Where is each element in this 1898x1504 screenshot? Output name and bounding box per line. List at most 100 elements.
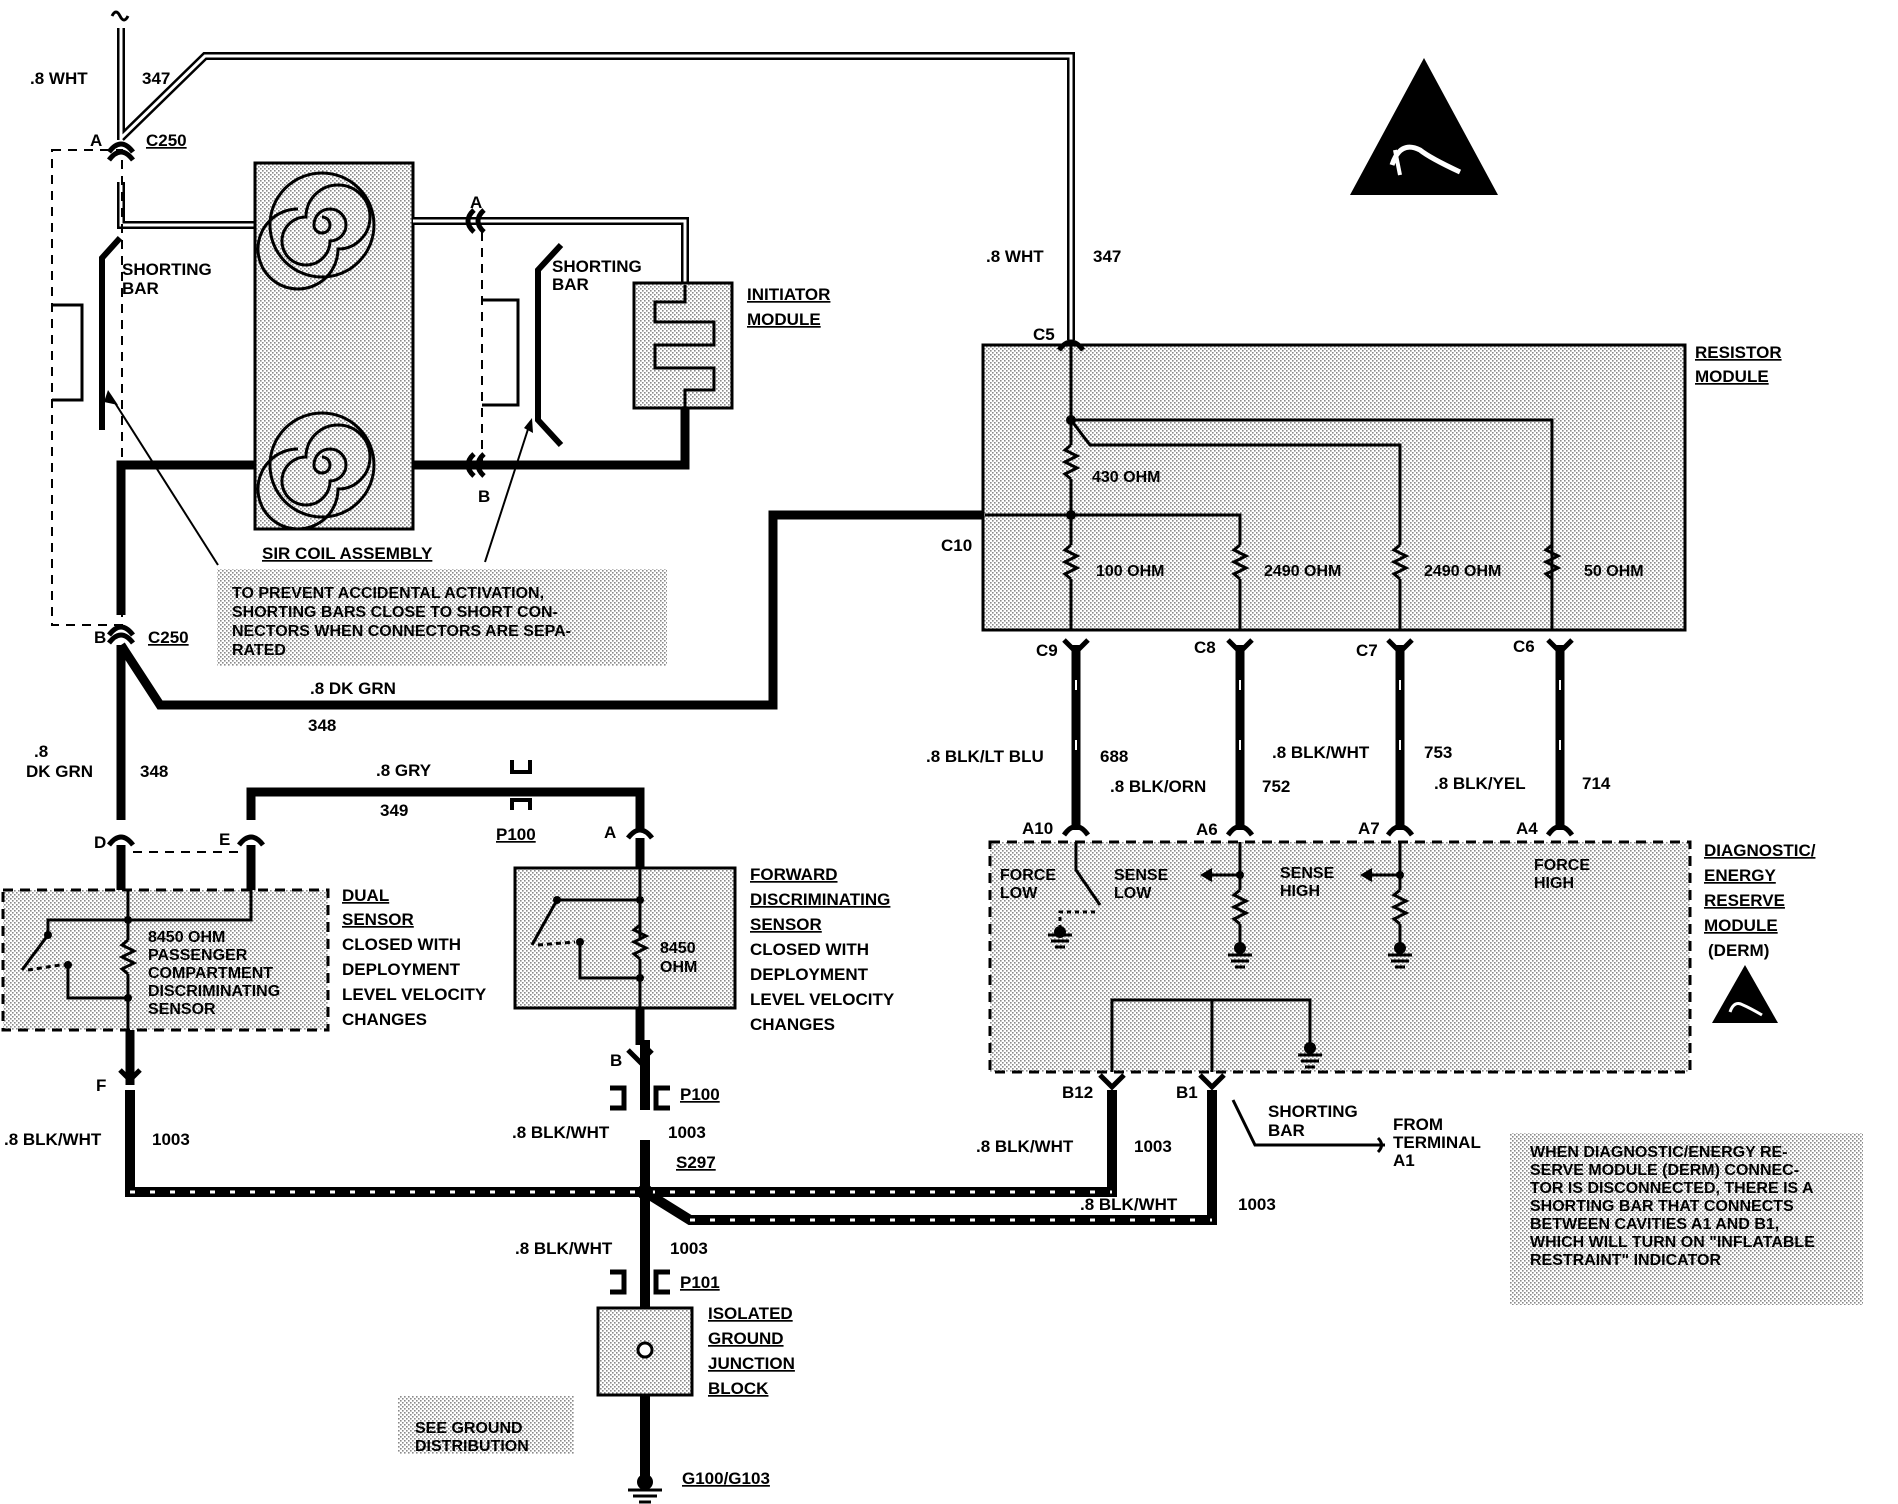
- resistor-value: 50 OHM: [1584, 563, 1644, 580]
- connector-label: A4: [1516, 819, 1538, 838]
- resistor-output-wires: [1061, 638, 1575, 837]
- wire-coil-to-c250b: [116, 460, 255, 615]
- wire-label: .8 BLK/YEL: [1434, 774, 1526, 793]
- wire-label: .8 WHT: [30, 69, 88, 88]
- note-text: TOR IS DISCONNECTED, THERE IS A: [1530, 1180, 1814, 1197]
- connector-p100-top: [510, 760, 532, 810]
- ground-label: G100/G103: [682, 1469, 770, 1488]
- component-label: INITIATOR: [747, 285, 830, 304]
- shorting-bar-note-box: [217, 569, 667, 666]
- component-label: A1: [1393, 1151, 1415, 1170]
- wire-label: .8 BLK/WHT: [515, 1239, 613, 1258]
- component-label: MODULE: [747, 310, 821, 329]
- esd-warning-icon: [1350, 58, 1498, 195]
- component-label: GROUND: [708, 1329, 784, 1348]
- wire-label: 1003: [668, 1123, 706, 1142]
- pin-label: E: [219, 830, 230, 849]
- wire-coil-to-initiator-top: [413, 217, 689, 285]
- connector-label: C7: [1356, 641, 1378, 660]
- wire-349-gry: [246, 787, 645, 830]
- wire-label: DK GRN: [26, 762, 93, 781]
- note-text: SHORTING BARS CLOSE TO SHORT CON-: [232, 604, 558, 621]
- wire-label: .8 WHT: [986, 247, 1044, 266]
- connector-coil-a: [465, 208, 486, 234]
- connector-c250-bottom: [107, 624, 135, 645]
- component-label: DEPLOYMENT: [750, 965, 869, 984]
- derm-shorting-bar-line: [1231, 1099, 1385, 1147]
- wire-label: 752: [1262, 777, 1290, 796]
- note-text: TO PREVENT ACCIDENTAL ACTIVATION,: [232, 585, 544, 602]
- wire-break-icon: [110, 10, 130, 22]
- pin-label: A: [470, 193, 482, 212]
- connector-p100-bottom: [610, 1085, 670, 1111]
- connector-coil-b: [465, 452, 486, 478]
- component-label: SHORTING: [122, 260, 212, 279]
- sensor-label: PASSENGER: [148, 947, 248, 964]
- component-label: BAR: [1268, 1121, 1305, 1140]
- note-text: NECTORS WHEN CONNECTORS ARE SEPA-: [232, 623, 571, 640]
- component-label: LEVEL VELOCITY: [342, 985, 487, 1004]
- resistor-value: 100 OHM: [1096, 563, 1164, 580]
- wire-label: 347: [142, 69, 170, 88]
- resistor-module: [981, 343, 1687, 632]
- wire-label: .8 BLK/WHT: [1272, 743, 1370, 762]
- component-label: DEPLOYMENT: [342, 960, 461, 979]
- derm-module: [988, 840, 1692, 1074]
- component-label: FORWARD: [750, 865, 838, 884]
- connector-label: C8: [1194, 638, 1216, 657]
- connector-label: C250: [148, 628, 189, 647]
- connector-label: B1: [1176, 1083, 1198, 1102]
- sir-coil-assembly: [253, 161, 415, 531]
- esd-warning-icon-derm: [1712, 965, 1778, 1023]
- connector-label: B12: [1062, 1083, 1093, 1102]
- wire-initiator-return: [413, 408, 690, 470]
- wire-label: .8 BLK/WHT: [976, 1137, 1074, 1156]
- wire-label: .8 BLK/WHT: [512, 1123, 610, 1142]
- wire-label: .8 GRY: [376, 761, 432, 780]
- component-label: SIR COIL ASSEMBLY: [262, 544, 433, 563]
- wire-label: .8: [34, 742, 48, 761]
- initiator-module: [632, 281, 734, 410]
- component-label: RESERVE: [1704, 891, 1785, 910]
- component-label: BLOCK: [708, 1379, 769, 1398]
- derm-terminal-label: SENSE: [1114, 867, 1169, 884]
- connector-p101: [610, 1269, 670, 1295]
- wire-label: 753: [1424, 743, 1452, 762]
- wire-label: 688: [1100, 747, 1128, 766]
- resistor-value: 2490 OHM: [1424, 563, 1501, 580]
- labels: .8 WHT 347 A C250 B C250 A B SHORTING BA…: [4, 69, 1816, 1488]
- derm-terminal-label: HIGH: [1534, 875, 1574, 892]
- pin-label: A: [604, 823, 616, 842]
- sensor-label: SENSOR: [148, 1001, 216, 1018]
- note-text: WHEN DIAGNOSTIC/ENERGY RE-: [1530, 1144, 1788, 1161]
- connector-label: C9: [1036, 641, 1058, 660]
- connector-b-fwd: [626, 1048, 654, 1066]
- connector-b12-b1: [1098, 1073, 1226, 1091]
- wire-label: .8 DK GRN: [310, 679, 396, 698]
- component-label: DIAGNOSTIC/: [1704, 841, 1816, 860]
- resistor-value: 8450: [660, 940, 696, 957]
- wire-label: 1003: [152, 1130, 190, 1149]
- sensor-label: COMPARTMENT: [148, 965, 273, 982]
- note-text: RESTRAINT" INDICATOR: [1530, 1252, 1721, 1269]
- component-label: ISOLATED: [708, 1304, 793, 1323]
- pin-label: B: [94, 628, 106, 647]
- derm-terminal-label: LOW: [1000, 885, 1038, 902]
- pin-label: A: [90, 131, 102, 150]
- wire-label: .8 BLK/WHT: [4, 1130, 102, 1149]
- connector-c5: [1057, 339, 1085, 352]
- c250-dashed-housing: [51, 149, 123, 626]
- component-label: SENSOR: [342, 910, 414, 929]
- wire-label: .8 BLK/LT BLU: [926, 747, 1044, 766]
- connector-label: C5: [1033, 325, 1055, 344]
- isolated-ground-junction-block: [596, 1306, 694, 1397]
- component-label: TERMINAL: [1393, 1133, 1481, 1152]
- component-label: RESISTOR: [1695, 343, 1782, 362]
- component-label: BAR: [552, 275, 589, 294]
- derm-terminal-label: HIGH: [1280, 883, 1320, 900]
- wire-348-dkgrn: [117, 510, 985, 710]
- component-label: BAR: [122, 279, 159, 298]
- resistor-value: 2490 OHM: [1264, 563, 1341, 580]
- connector-label: S297: [676, 1153, 716, 1172]
